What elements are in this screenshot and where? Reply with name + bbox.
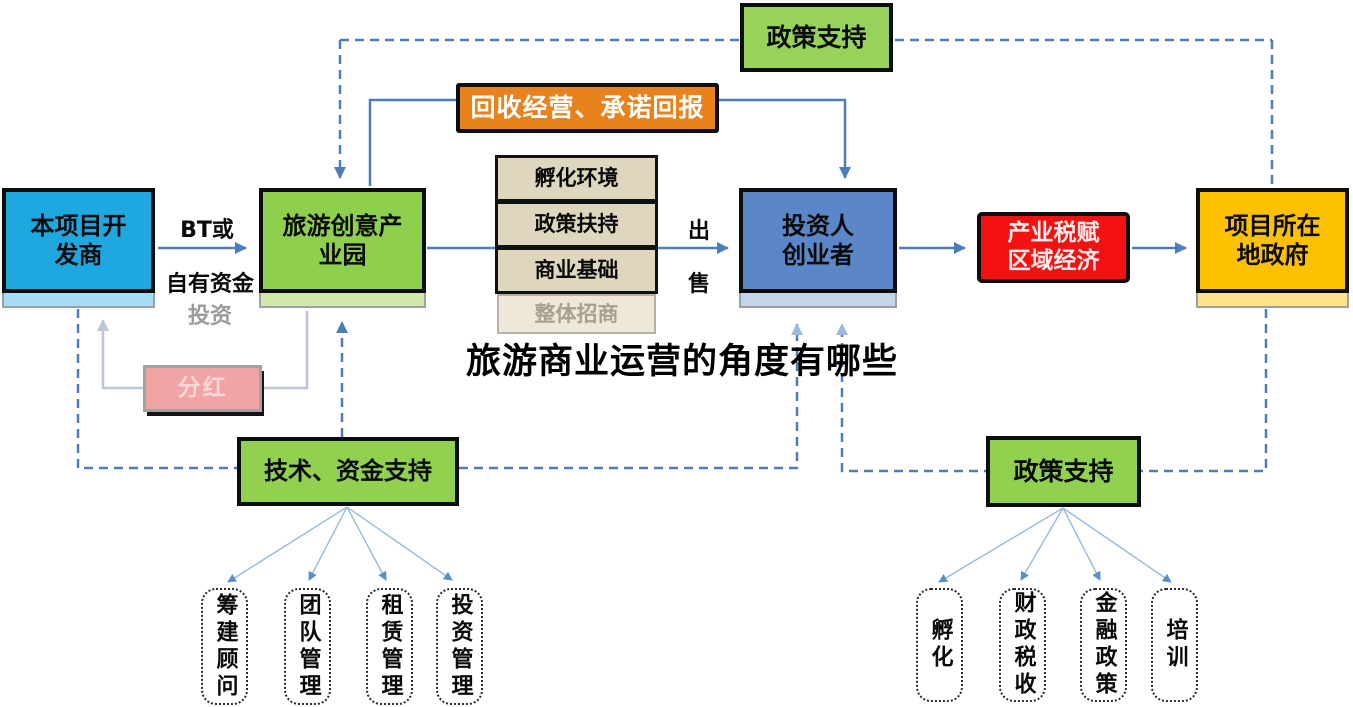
node-policy-support-bottom: 政策支持 [986,436,1141,507]
pill-incubation: 孵化 [916,588,963,702]
node-investor-entrepreneur-reflection [739,293,897,308]
node-policy-support-top: 政策支持 [740,3,893,72]
node-investor-entrepreneur: 投资人 创业者 [739,188,897,293]
edge-label-sell-1: 出 [687,219,710,244]
node-industry-tax-economy: 产业税赋 区域经济 [977,212,1130,283]
fan-policy-4 [1062,507,1172,583]
edge-recycle-investor [718,98,851,179]
pill-training: 培训 [1151,588,1198,702]
stack-item-overall-investment-faded: 整体招商 [497,294,656,334]
node-project-developer: 本项目开 发商 [2,188,155,293]
fan-policy-3 [1062,507,1101,581]
edge-dividend-developer [97,319,143,390]
edge-government-loop [836,309,1268,473]
fan-tech-4 [346,506,453,581]
node-local-government-reflection [1196,293,1349,308]
pill-investment-management: 投资管理 [436,588,483,705]
node-local-government: 项目所在 地政府 [1196,188,1349,293]
fan-tech-1 [227,506,348,583]
pill-fiscal-taxation: 财政税收 [999,588,1046,702]
pill-preparation-consultant: 筹建顾问 [201,588,248,705]
edge-label-own-funds: 自有资金 [165,272,254,297]
fan-tech-3 [346,506,387,581]
pill-team-management: 团队管理 [284,588,331,705]
fan-tech-2 [308,506,348,581]
pill-lease-management: 租赁管理 [366,588,413,705]
node-tourism-creative-park-reflection [259,293,426,308]
node-project-developer-reflection [2,293,155,308]
edge-label-bt: BT或 [180,218,234,243]
edge-dividend-park [263,311,309,390]
edge-label-sell-2: 售 [687,272,710,297]
node-tech-funding-support: 技术、资金支持 [237,437,459,506]
diagram-title: 旅游商业运营的角度有哪些 [465,342,898,382]
edge-recycle-park [368,98,456,186]
stack-item-incubation-environment: 孵化环境 [495,155,658,202]
stack-item-policy-backing: 政策扶持 [495,201,658,248]
edge-label-invest: 投资 [187,304,232,329]
node-dividend: 分红 [143,365,262,412]
pill-financial-policy: 金融政策 [1080,588,1127,702]
stack-item-commercial-foundation: 商业基础 [495,247,658,294]
node-tourism-creative-park: 旅游创意产 业园 [259,188,426,293]
fan-policy-1 [938,507,1064,583]
node-recycle-operation-promise: 回收经营、承诺回报 [456,83,719,133]
fan-policy-2 [1020,507,1064,581]
